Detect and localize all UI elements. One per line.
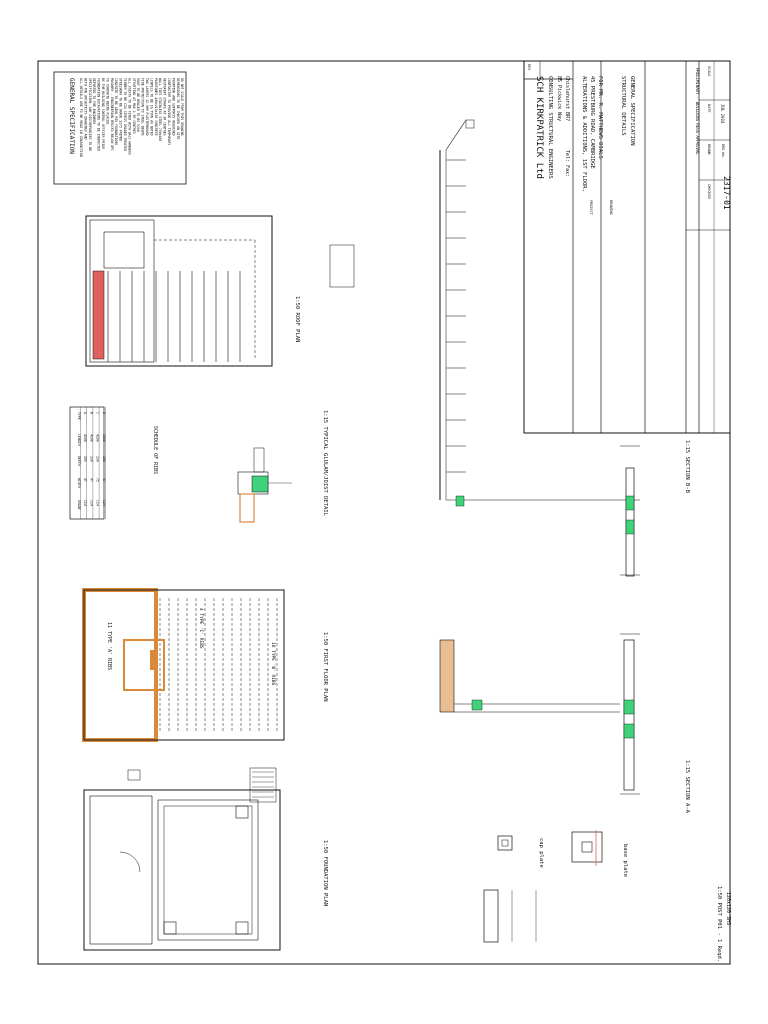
spec-line: LINTELS TO BE IG TYPE AS NOTED [149,78,153,136]
spec-line: CONTRACTOR TO PROVIDE ALL TEMPORARY [167,78,171,145]
schedule-cell: B [89,412,93,414]
checked-label: CHECKED [707,184,711,199]
joist-note-b: 10 TYPE 'B' RIBS [270,642,276,686]
joist-detail-title: 1:15 TYPICAL GLULAM/JOIST DETAIL [322,410,328,517]
scale-label: SCALE [707,66,711,77]
drawn-label: DRAWN [707,144,711,155]
schedule-cell: 195 [83,456,87,462]
spec-line: ALL JOISTS TO BE FIXED WITH GALV HANGERS [127,78,131,155]
joist-note-c: 4 TYPE 'C' RIBS [198,608,204,649]
firm-name: SCH KIRKPATRICK Ltd [534,76,544,179]
schedule-cell: 47 [89,478,93,482]
drawing-label: DRAWING [609,200,613,215]
spec-line: RESTRAINT STRAPS AT 2M CENTRES [163,78,167,136]
spec-line: CONCRETE TO BE GEN1 MIX FOUNDATIONS [114,78,118,145]
schedule-cell: A [83,412,87,414]
roof-plan: 1:50 ROOF PLAN [85,215,355,367]
firm-role: CONSULTING STRUCTURAL ENGINEERS [547,76,553,179]
spec-line: MASONRY - ENGINEERING BRICKS BELOW DPC [110,78,114,151]
firm-address-2: Chislehurst BR7 [564,76,570,121]
schedule-cell: D [102,412,106,414]
schedule-cell: 4100 [96,434,100,442]
schedule-cell: C24 [102,500,106,506]
schedule-heading: SCHEDULE OF RIBS [152,426,158,474]
spec-line: WITH THE ARCHITECTS DRAWINGS AND [83,78,87,139]
spec-line: ALL DETAILS ARE TO BE READ IN CONJUNCTIO… [79,78,83,157]
drawing-title-2: GENERAL SPECIFICATION [629,76,635,146]
spec-line: SPECIFICATION. ANY DISCREPANCIES TO BE [88,78,92,151]
spec-heading: GENERAL SPECIFICATION [68,78,75,154]
roof-plan-title: 1:50 ROOF PLAN [294,296,300,342]
section-aa: 1:15 SECTION A-A [439,633,690,814]
section-bb: 1:15 SECTION B-B [439,119,690,577]
project-line-1: ALTERATIONS & ADDITIONS, 1ST FLOOR, [581,76,587,192]
section-aa-title: 1:15 SECTION A-A [684,760,690,814]
schedule-cell: 3600 [102,434,106,442]
spec-line: FOUNDATION EXCAVATIONS TO BE INSPECTED [97,78,101,151]
title-block: SCH KIRKPATRICK Ltd CONSULTING STRUCTURA… [523,60,731,434]
schedule-cell: 220 [96,456,100,462]
schedule-cell: C24 [96,500,100,506]
post-detail: cap plate base plate 1:50 POST P01 - 1 R… [483,830,731,962]
spec-line: TO CONCRETE BEING PLACED. [105,78,109,126]
joist-note-a: 11 TYPE 'A' RIBS [106,622,112,670]
spec-line: PROPPING AND SUPPORTS REQUIRED [171,78,175,136]
schedule-cell: 4100 [83,434,87,442]
foundation-plan: 1:50 FOUNDATION PLAN [83,767,328,951]
schedule-header-cell: LENGTH [77,434,81,446]
schedule-header-cell: GRADE [77,500,81,510]
project-line-2: 45 PRESTBURG ROAD, CAMBRIDGE [589,76,595,169]
rev-label: REV [527,64,531,71]
date-label: DATE [707,104,711,112]
project-label: PROJECT [589,200,593,216]
schedule-cell: C24 [83,500,87,506]
spec-line: DO NOT SCALE FROM THIS DRAWING [180,78,184,136]
spec-line: PADSTONES 440x215x150 CONCRETE [154,78,158,136]
roof-glazed-strip [92,270,105,360]
drawing-title-1: STRUCTURAL DETAILS [620,76,626,136]
schedule-cell: C24 [89,500,93,506]
sheet-border [37,60,731,965]
first-floor-plan-title: 1:50 FIRST FLOOR PLAN [322,632,328,702]
schedule-header-cell: DEPTH [77,456,81,466]
section-bb-title: 1:15 SECTION B-B [684,440,690,494]
spec-line: BY THE BUILDING CONTROL OFFICER PRIOR [101,78,105,149]
general-specification: GENERAL SPECIFICATION ALL DETAILS ARE TO… [53,71,187,185]
spec-line: FIRE PROTECTION TO STEEL BEAMS [141,78,145,136]
schedule-cell: 195 [102,456,106,462]
schedule-cell: C [96,412,100,414]
schedule-cell: 47 [83,478,87,482]
schedule-cell: 4100 [89,434,93,442]
firm-tel: Tel: Fax: [564,150,570,177]
date-value: JUL 2004 [720,104,725,124]
drawing-no-label: DRG No. [721,144,725,159]
schedule-cell: 75 [96,478,100,482]
project-line-3: FOR MR. R. MATTHEWS DIALS [597,76,603,159]
spec-line: STEELWORK TO BE GRADE S275 PRIMED [119,78,123,141]
status-line: PRELIMINARY - BUILDING REGS APPROVAL [695,68,700,155]
schedule-header-cell: WIDTH [77,478,81,488]
post-detail-sub: 120x120 SHS [725,892,731,925]
first-floor-plan: 11 TYPE 'A' RIBS 4 TYPE 'C' RIBS 10 TYPE… [82,588,328,742]
post-detail-title: 1:50 POST P01 - 1 Reqd. [716,886,722,962]
spec-line: TWO LAYERS 12.5MM PLASTERBOARD [145,78,149,136]
schedule-cell: 47 [102,478,106,482]
foundation-plan-title: 1:50 FOUNDATION PLAN [322,840,328,906]
spec-line: REPORTED TO THE ENGINEER. [92,78,96,126]
cap-plate-label: cap plate [538,838,544,868]
base-plate-label: base plate [622,844,628,877]
firm-address-1: 85 Pickwick Way [556,76,562,121]
schedule-header-cell: TYPE [77,412,81,420]
joist-detail: 1:15 TYPICAL GLULAM/JOIST DETAIL [237,410,328,523]
spec-line: TIMBER TO BE C24 STRESS GRADED TREATED [123,78,127,151]
spec-line: DIMENSIONS TO BE CHECKED ON SITE [176,78,180,139]
spec-line: ROOF TO BE BRACED TO BS 5268 [136,78,140,132]
drawing-number: 2317-01 [722,176,731,210]
spec-line: WALL TIES STAINLESS STEEL 750x450 [158,78,162,141]
spec-line: STRUTTING AT MAX 2.5M CENTRES [132,78,136,134]
schedule-cell: 220 [89,456,93,462]
